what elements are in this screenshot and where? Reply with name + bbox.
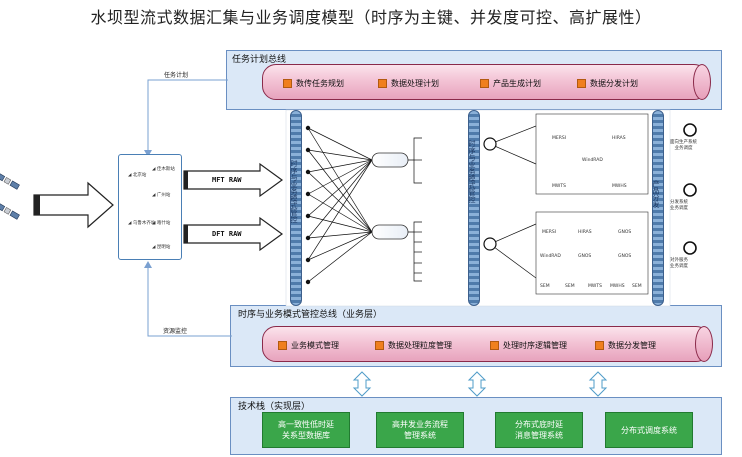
product-bottom-3: GNOS: [618, 230, 632, 235]
dft-label: DFT RAW: [212, 230, 242, 238]
tech-item-3[interactable]: 分布式底时延 消息管理系统: [495, 412, 583, 448]
task-item-2[interactable]: 数据处理计划: [378, 78, 439, 89]
product-top-4: MWTS: [552, 184, 566, 189]
task-item-1-marker: [283, 79, 292, 88]
product-bottom-7: SEM: [540, 284, 550, 289]
left-control-bar: [290, 110, 302, 306]
product-bottom-2: HIRAS: [578, 230, 592, 235]
product-group-top: [535, 113, 649, 195]
right-distribution-bar: [652, 110, 664, 306]
station-1: ◢ 北京站: [128, 173, 147, 178]
station-6: ◢ 昆明站: [152, 245, 171, 250]
control-item-3[interactable]: 处理时序逻辑管理: [490, 340, 567, 351]
product-branches: [408, 137, 422, 282]
control-item-3-marker: [490, 341, 499, 350]
control-item-4[interactable]: 数据分发管理: [595, 340, 656, 351]
task-item-1[interactable]: 数传任务规划: [283, 78, 344, 89]
control-item-1[interactable]: 业务模式管理: [278, 340, 339, 351]
ingest-arrow: [33, 181, 114, 229]
product-bottom-10: MWHS: [610, 284, 625, 289]
task-item-3-marker: [480, 79, 489, 88]
control-pipe-end: [695, 326, 713, 362]
page-title: 水坝型流式数据汇集与业务调度模型（时序为主键、并发度可控、高扩展性）: [90, 8, 652, 27]
service-node-3: [683, 241, 697, 255]
mft-label: MFT RAW: [212, 176, 242, 184]
task-plan-label: 任务计划: [164, 72, 189, 79]
resource-monitor-connector-arrow: [144, 261, 152, 268]
distribution-branches: [489, 125, 537, 279]
control-item-4-marker: [595, 341, 604, 350]
satellite-icon: [0, 202, 20, 220]
product-bottom-8: SEM: [565, 284, 575, 289]
task-item-4-marker: [577, 79, 586, 88]
task-item-3[interactable]: 产品生成计划: [480, 78, 541, 89]
tech-item-1[interactable]: 高一致性低时延 关系型数据库: [262, 412, 350, 448]
middle-control-bar: [468, 110, 480, 306]
distribution-node-top: [483, 137, 497, 151]
station-2: ◢ 佳木斯站: [152, 167, 175, 172]
service-label-2: 分发系统 业务调度: [670, 200, 688, 211]
product-top-3: WindRAD: [582, 158, 603, 163]
product-top-2: HIRAS: [612, 136, 626, 141]
station-3: ◢ 广州站: [152, 193, 171, 198]
resource-monitor-label: 资源监控: [163, 328, 188, 335]
station-5: ◢ 喀什站: [152, 221, 171, 226]
control-layer-label: 时序与业务模式管控总线（业务层）: [238, 310, 383, 320]
service-node-1: [683, 123, 697, 137]
distribution-node-bottom: [483, 237, 497, 251]
product-bottom-11: SEM: [632, 284, 642, 289]
tech-item-4[interactable]: 分布式调度系统: [605, 412, 693, 448]
product-top-1: MERSI: [552, 136, 567, 141]
product-group-bottom: [535, 211, 649, 295]
station-4: ◢ 乌鲁木齐站: [128, 221, 156, 226]
task-plan-connector: [147, 79, 228, 152]
middle-control-bar-label: 时序与业务模式管控: [468, 140, 476, 203]
product-bottom-6: GNOS: [618, 254, 632, 259]
task-plan-layer-label: 任务计划总线: [232, 55, 287, 65]
product-bottom-5: GNOS: [578, 254, 592, 259]
left-control-bar-label: 时序与业务模式管控: [290, 160, 298, 223]
tech-item-2[interactable]: 高并发业务流程 管理系统: [376, 412, 464, 448]
control-item-1-marker: [278, 341, 287, 350]
control-item-2-marker: [375, 341, 384, 350]
right-distribution-bar-label: 产品分发: [652, 180, 660, 208]
input-nodes: [307, 127, 373, 283]
product-bottom-4: WindRAD: [540, 254, 561, 259]
service-label-3: 对外服务 业务调度: [670, 258, 688, 269]
ground-station-box: [118, 154, 182, 260]
tech-stack-layer-label: 技术栈（实现层）: [238, 402, 311, 412]
product-bottom-1: MERSI: [542, 230, 557, 235]
task-plan-pipe-end: [693, 64, 711, 100]
service-node-2: [683, 183, 697, 197]
service-label-1: 面向生产系统 业务调度: [670, 140, 697, 151]
control-pipe: [262, 326, 710, 362]
satellite-icon: [0, 172, 20, 190]
input-node-dots: [305, 125, 311, 285]
layer-link-arrows: [352, 371, 608, 397]
product-top-5: MWHS: [612, 184, 627, 189]
process-cylinder-bottom: [371, 224, 409, 240]
task-item-2-marker: [378, 79, 387, 88]
product-bottom-9: MWTS: [588, 284, 602, 289]
process-cylinder-top: [371, 152, 409, 168]
resource-monitor-connector: [147, 266, 232, 337]
control-item-2[interactable]: 数据处理粒度管理: [375, 340, 452, 351]
task-item-4[interactable]: 数据分发计划: [577, 78, 638, 89]
